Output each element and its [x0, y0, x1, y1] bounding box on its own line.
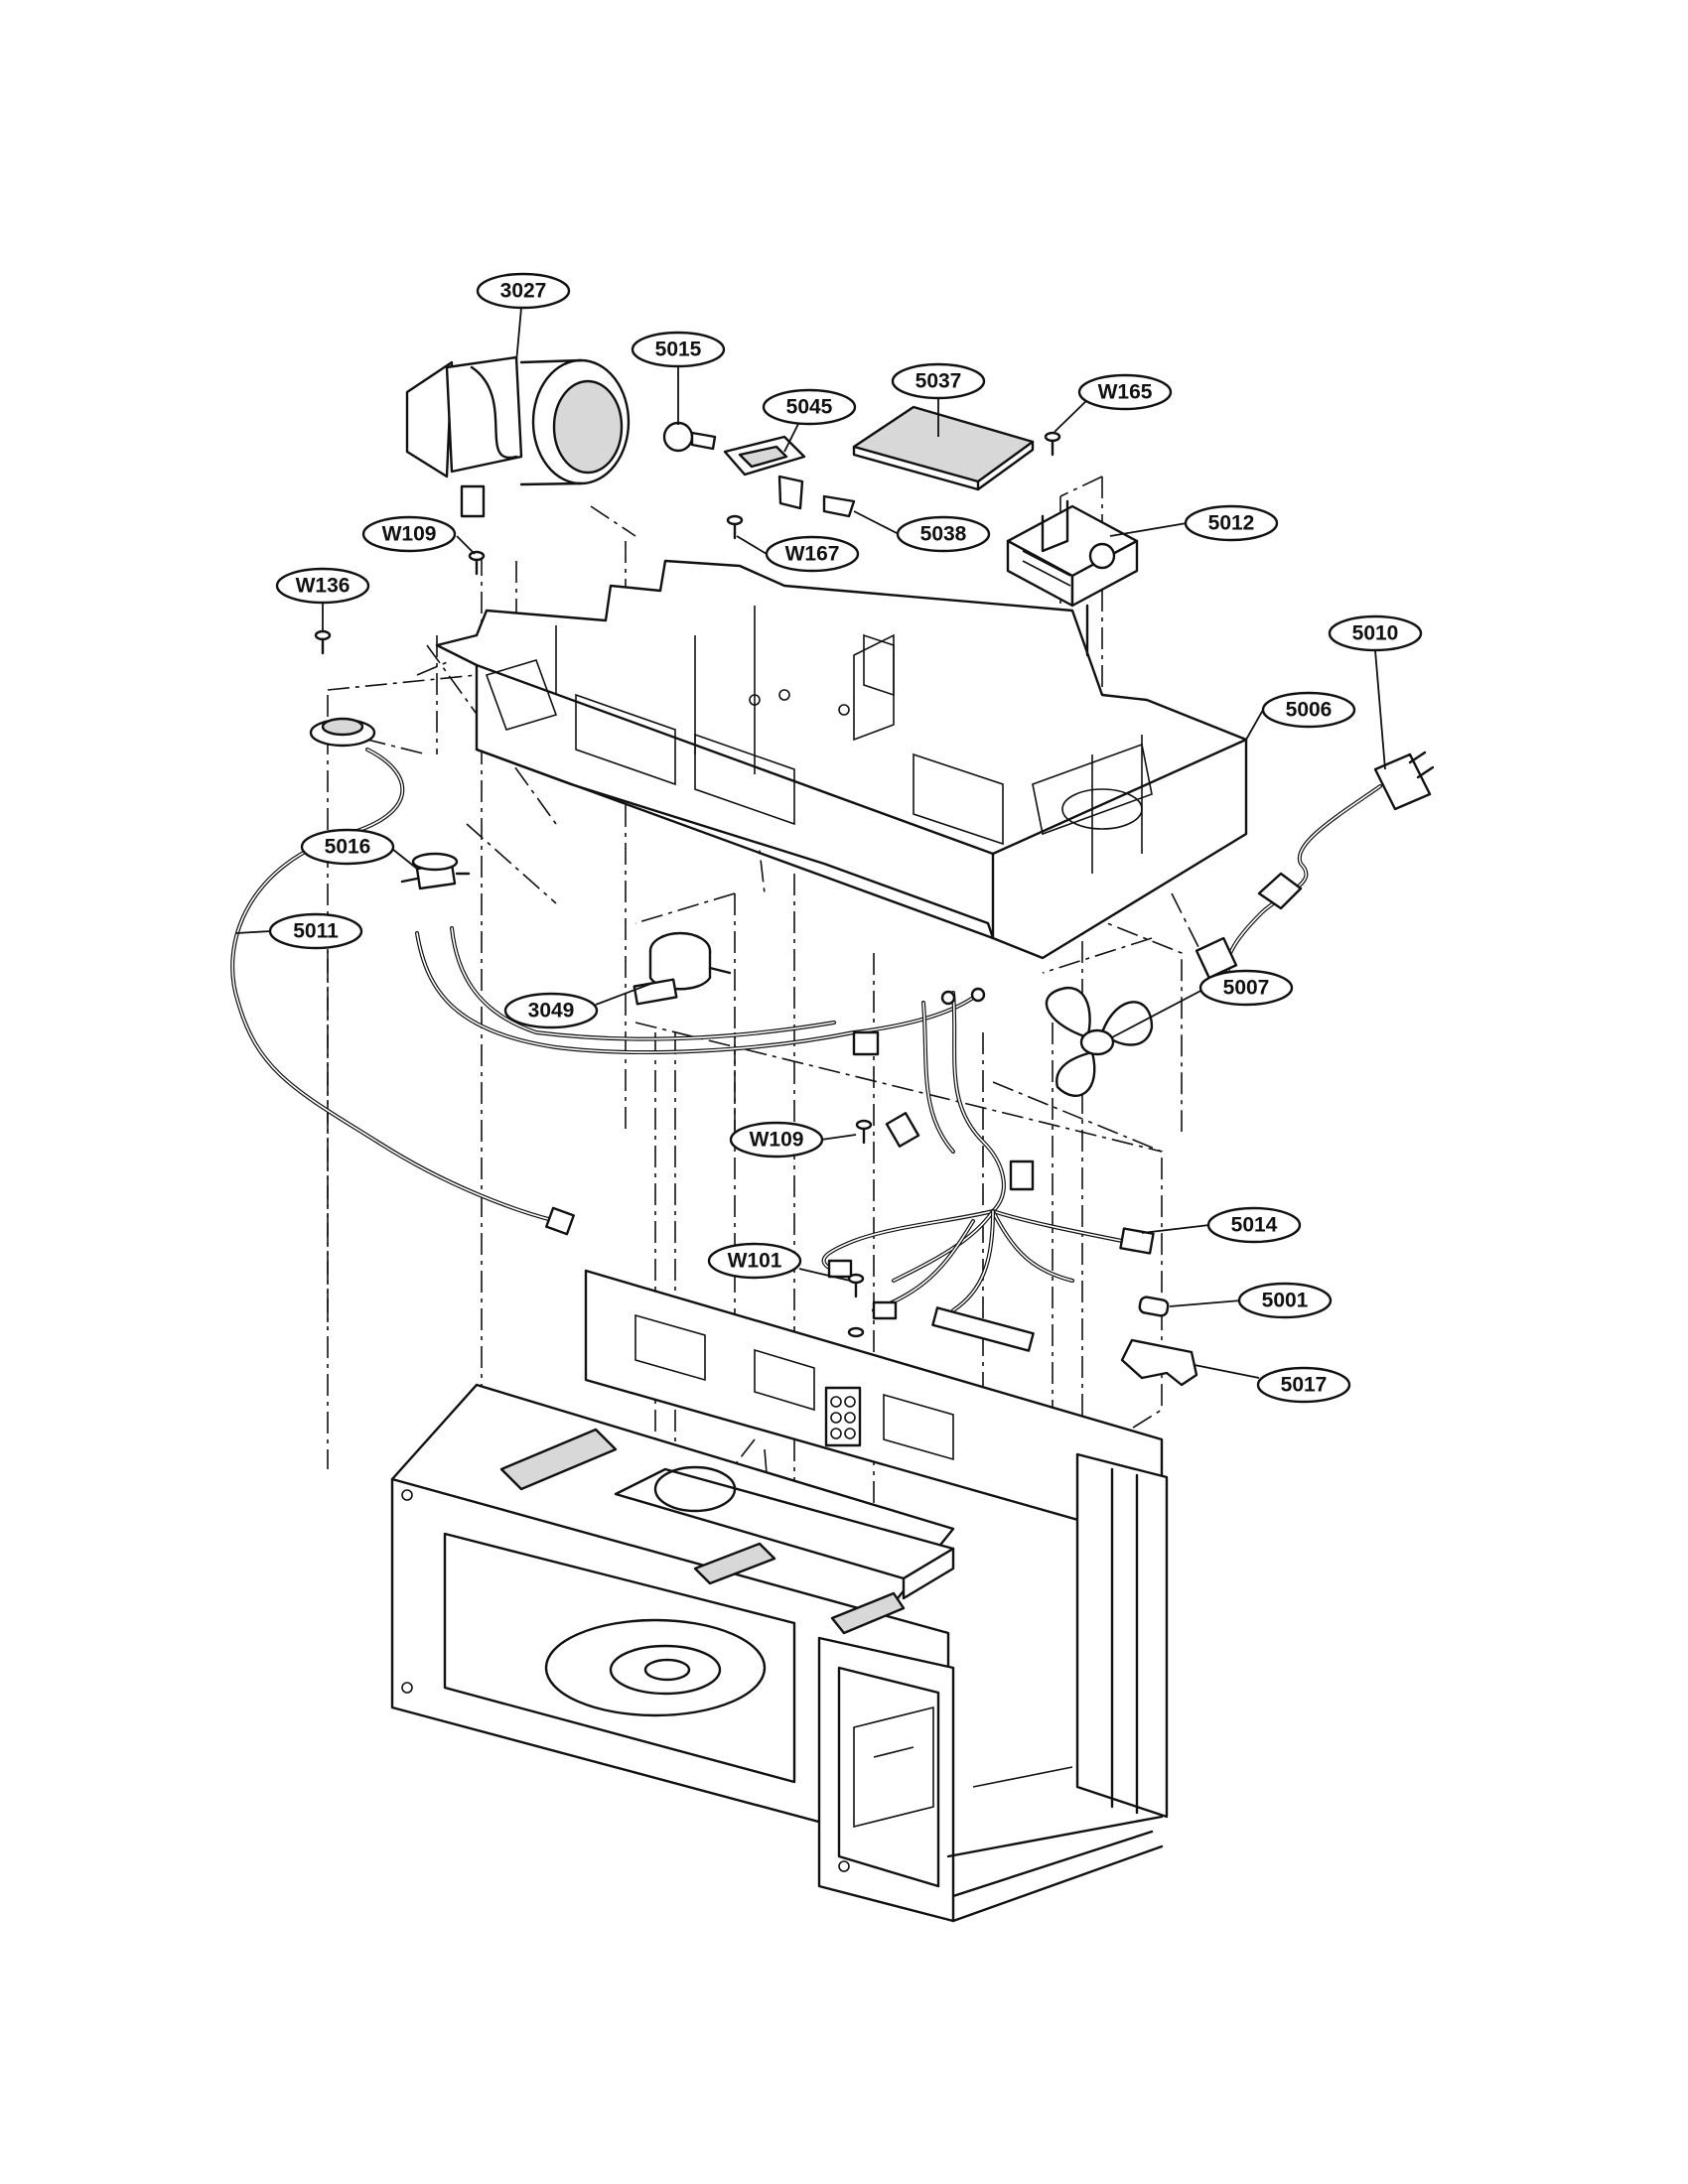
callout-label: W109 [382, 523, 437, 546]
fan-motor-5012 [1006, 499, 1139, 657]
callout-W109-top: W109 [361, 515, 457, 553]
callout-5045: 5045 [762, 388, 857, 426]
callout-label: W165 [1098, 381, 1153, 404]
callout-W109-bottom: W109 [729, 1121, 824, 1159]
callout-label: W101 [728, 1250, 782, 1273]
callout-5016: 5016 [300, 828, 395, 866]
leader-lines [235, 307, 1386, 1379]
upper-tray-5006 [435, 559, 1248, 960]
callout-label: 5015 [655, 339, 702, 361]
callout-5011: 5011 [268, 912, 363, 950]
screw-w109-bottom [855, 1119, 873, 1145]
thermostat-5016 [309, 717, 471, 890]
callout-5014: 5014 [1206, 1206, 1302, 1244]
callout-label: W136 [296, 575, 351, 598]
screw-w167 [726, 514, 744, 540]
blower-motor-3027 [405, 355, 631, 518]
callout-label: 5037 [915, 370, 962, 393]
screw-w101 [847, 1273, 865, 1338]
screw-w165 [1044, 431, 1061, 457]
callout-3049: 3049 [503, 992, 599, 1029]
lamp-assembly [662, 421, 856, 518]
callout-label: 3049 [528, 1000, 575, 1023]
screw-w136 [314, 629, 332, 655]
callout-label: 5010 [1352, 622, 1399, 645]
callout-label: 5007 [1223, 977, 1270, 1000]
callout-label: 5012 [1208, 512, 1255, 535]
callout-5001: 5001 [1237, 1282, 1333, 1319]
callout-5017: 5017 [1256, 1366, 1351, 1404]
callout-5010: 5010 [1328, 614, 1423, 652]
callout-5006: 5006 [1261, 691, 1356, 729]
filter-5037 [852, 405, 1035, 491]
callout-W136: W136 [275, 567, 370, 605]
callout-3027: 3027 [476, 272, 571, 310]
bracket-5017 [1120, 1338, 1198, 1387]
callout-label: 5001 [1262, 1290, 1309, 1312]
cavity-chassis [390, 1269, 1169, 1923]
callout-5037: 5037 [891, 362, 986, 400]
callout-label: W167 [785, 543, 840, 566]
callout-label: 5011 [293, 920, 339, 943]
screw-w109-top [468, 550, 486, 576]
callout-W165: W165 [1077, 373, 1173, 411]
callout-5012: 5012 [1184, 504, 1279, 542]
fan-blade-5007 [1045, 986, 1154, 1098]
callout-label: 3027 [500, 280, 547, 303]
callout-label: 5016 [325, 836, 371, 859]
callout-label: 5006 [1286, 699, 1333, 722]
callout-label: 5014 [1231, 1214, 1278, 1237]
callout-5007: 5007 [1198, 969, 1294, 1007]
wire-harnesses [230, 748, 1435, 1352]
screws [314, 431, 1061, 1338]
callout-5038: 5038 [896, 515, 991, 553]
callout-W167: W167 [765, 535, 860, 573]
callout-5015: 5015 [631, 331, 726, 368]
callout-W101: W101 [707, 1242, 802, 1280]
motor-3049 [648, 931, 732, 991]
callout-label: 5045 [786, 396, 833, 419]
callout-label: W109 [750, 1129, 804, 1152]
callout-label: 5038 [920, 523, 967, 546]
callout-label: 5017 [1281, 1374, 1328, 1397]
